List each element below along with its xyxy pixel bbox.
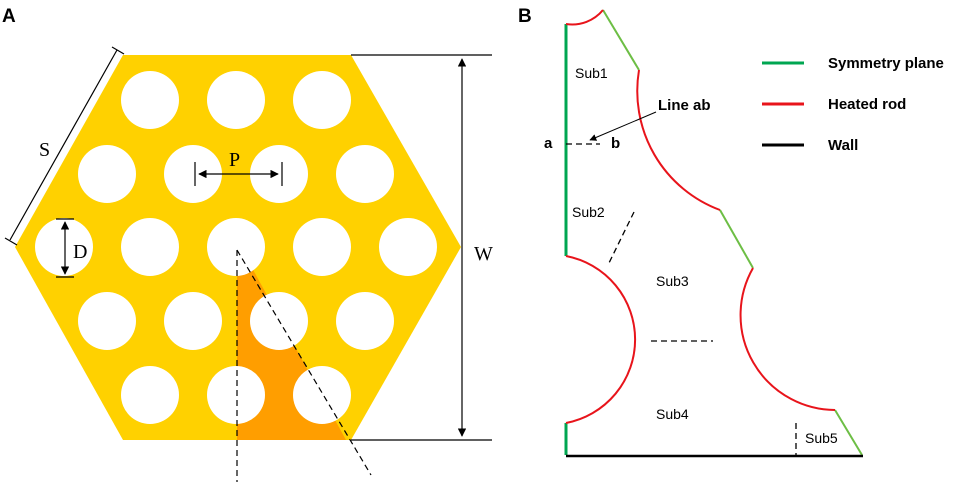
subchannel-dividers (566, 143, 797, 455)
fuel-rod (207, 71, 265, 129)
side-length-label: S (39, 139, 50, 161)
fuel-rod (164, 145, 222, 203)
fuel-rod (379, 218, 437, 276)
panel-a-letter: A (2, 6, 16, 27)
fuel-rod (250, 145, 308, 203)
side-length-dimension (4, 46, 125, 246)
panel-b: B Line ab a b Sub1 Sub2 (518, 6, 944, 458)
legend-label-wall: Wall (828, 137, 858, 154)
diagonal-symmetry-line (236, 249, 372, 476)
sub3-label: Sub3 (656, 273, 689, 289)
panel-a: A (2, 6, 493, 482)
fuel-rod (293, 218, 351, 276)
fuel-rod (207, 366, 265, 424)
pitch-dimension (194, 162, 283, 186)
fuel-rod (207, 218, 265, 276)
fuel-rod (336, 145, 394, 203)
fuel-rod (121, 71, 179, 129)
line-ab-pointer (589, 111, 657, 141)
diameter-label: D (73, 241, 87, 263)
diameter-dimension (56, 218, 74, 278)
sub5-label: Sub5 (805, 430, 838, 446)
diagonal-symmetry-edge (719, 209, 754, 269)
diagonal-symmetry-edge (834, 409, 863, 456)
fuel-rod (293, 366, 351, 424)
sub1-label: Sub1 (575, 65, 608, 81)
fuel-rod (164, 292, 222, 350)
heated-rod-arc (636, 69, 721, 211)
sub4-label: Sub4 (656, 406, 689, 422)
diagonal-symmetry-edge (602, 9, 640, 71)
fuel-rod (78, 292, 136, 350)
legend-label-symmetry-plane: Symmetry plane (828, 55, 944, 72)
fuel-rod (78, 145, 136, 203)
fuel-rod (293, 71, 351, 129)
pitch-label: P (229, 149, 240, 171)
sub2-label: Sub2 (572, 204, 605, 220)
fuel-rod (121, 366, 179, 424)
legend-label-heated-rod: Heated rod (828, 96, 906, 113)
heated-rod-arc (739, 267, 836, 411)
legend: Symmetry plane Heated rod Wall (762, 55, 944, 154)
point-a-label: a (544, 135, 553, 152)
heated-rod-arc (565, 9, 604, 26)
point-b-label: b (611, 135, 620, 152)
width-dimension (351, 54, 492, 441)
panel-b-letter: B (518, 6, 532, 27)
line-ab-label: Line ab (658, 97, 711, 114)
width-label: W (474, 243, 493, 265)
heated-rod-arc (565, 255, 637, 424)
fuel-rods (35, 71, 437, 424)
sub2-sub3-divider (607, 211, 635, 266)
heated-rod-arcs (565, 9, 836, 424)
fuel-rod (121, 218, 179, 276)
fuel-rod (336, 292, 394, 350)
